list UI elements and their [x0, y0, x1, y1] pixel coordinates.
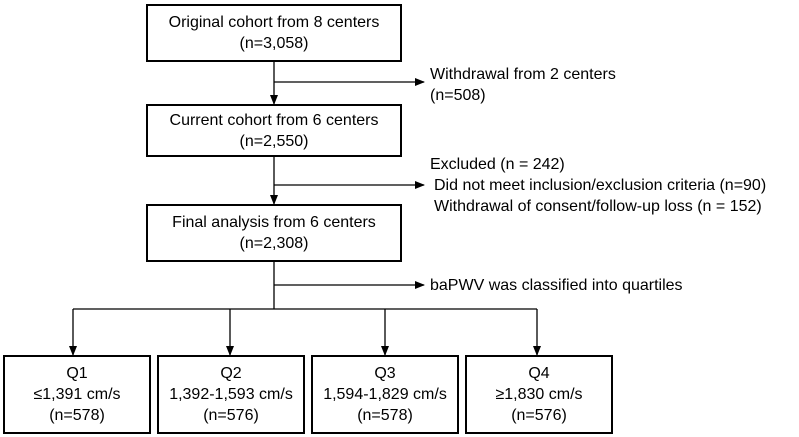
quartile-count: (n=578)	[357, 407, 413, 424]
quartile-range: 1,392-1,593 cm/s	[169, 386, 293, 403]
box-count: (n=3,058)	[239, 35, 309, 52]
note-line: Withdrawal of consent/follow-up loss (n …	[434, 198, 762, 215]
note-line: Did not meet inclusion/exclusion criteri…	[434, 177, 767, 194]
box-count: (n=2,550)	[239, 132, 309, 150]
q3-box: Q3 1,594-1,829 cm/s (n=578)	[311, 355, 459, 434]
current-cohort-box: Current cohort from 6 centers (n=2,550)	[146, 104, 402, 157]
q1-box: Q1 ≤1,391 cm/s (n=578)	[3, 355, 151, 434]
quartile-range: ≥1,830 cm/s	[495, 386, 583, 403]
note-line: baPWV was classified into quartiles	[430, 277, 683, 294]
note-line: Excluded (n = 242)	[430, 156, 565, 173]
original-cohort-box: Original cohort from 8 centers (n=3,058)	[146, 4, 402, 62]
excluded-note: Excluded (n = 242) Did not meet inclusio…	[430, 154, 766, 217]
box-count: (n=2,308)	[239, 235, 309, 252]
final-analysis-box: Final analysis from 6 centers (n=2,308)	[146, 204, 402, 262]
quartile-label: Q4	[528, 365, 550, 382]
quartile-count: (n=576)	[203, 407, 259, 424]
quartile-count: (n=576)	[511, 407, 567, 424]
quartile-label: Q1	[66, 365, 88, 382]
withdrawal-note: Withdrawal from 2 centers (n=508)	[430, 64, 616, 106]
box-title: Current cohort from 6 centers	[169, 111, 379, 129]
q4-box: Q4 ≥1,830 cm/s (n=576)	[465, 355, 613, 434]
quartile-range: 1,594-1,829 cm/s	[323, 386, 447, 403]
quartile-range: ≤1,391 cm/s	[33, 386, 121, 403]
quartile-count: (n=578)	[49, 407, 105, 424]
q2-box: Q2 1,392-1,593 cm/s (n=576)	[157, 355, 305, 434]
quartiles-note: baPWV was classified into quartiles	[430, 275, 683, 296]
box-title: Original cohort from 8 centers	[168, 14, 380, 31]
quartile-label: Q3	[374, 365, 396, 382]
quartile-label: Q2	[220, 365, 242, 382]
note-line: (n=508)	[430, 87, 486, 104]
box-title: Final analysis from 6 centers	[172, 214, 376, 231]
note-line: Withdrawal from 2 centers	[430, 66, 616, 83]
